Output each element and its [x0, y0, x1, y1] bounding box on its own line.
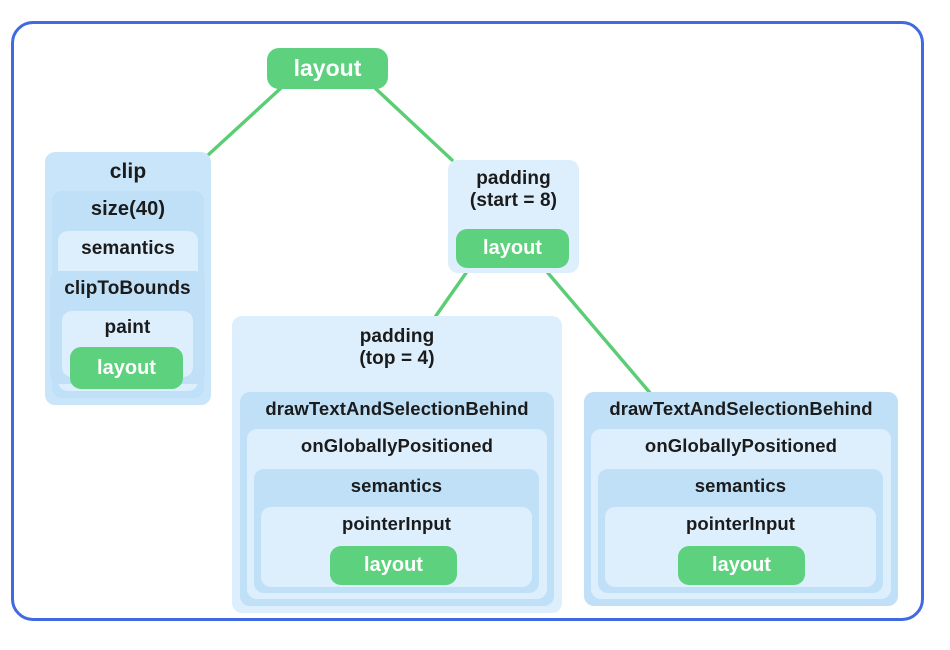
- node-label: clipToBounds: [64, 278, 191, 299]
- node-label: drawTextAndSelectionBehind: [609, 398, 873, 419]
- node-label: onGloballyPositioned: [300, 435, 494, 456]
- node-label-line2: (start = 8): [469, 189, 558, 211]
- node-label-line2: (top = 4): [359, 347, 435, 369]
- node-label: semantics: [350, 475, 443, 496]
- node-clip-layout[interactable]: layout: [70, 347, 183, 389]
- node-label: semantics: [81, 238, 175, 259]
- node-label: drawTextAndSelectionBehind: [265, 398, 529, 419]
- node-label: paint: [104, 317, 151, 338]
- node-label: onGloballyPositioned: [644, 435, 838, 456]
- node-label: pointerInput: [341, 513, 452, 534]
- node-label: pointerInput: [685, 513, 796, 534]
- node-label: size(40): [90, 198, 166, 220]
- node-label: layout: [712, 554, 771, 576]
- node-label: clip: [109, 160, 147, 183]
- node-label: semantics: [694, 475, 787, 496]
- node-label: layout: [364, 554, 423, 576]
- node-middle-layout[interactable]: layout: [330, 546, 457, 585]
- node-padding-start-layout[interactable]: layout: [456, 229, 569, 268]
- node-label: layout: [97, 356, 156, 379]
- node-right-layout[interactable]: layout: [678, 546, 805, 585]
- node-label-line1: padding: [359, 326, 435, 347]
- node-root-layout[interactable]: layout: [267, 48, 388, 89]
- node-label: layout: [483, 237, 542, 259]
- node-label-line1: padding: [476, 168, 551, 189]
- node-label: layout: [293, 55, 362, 81]
